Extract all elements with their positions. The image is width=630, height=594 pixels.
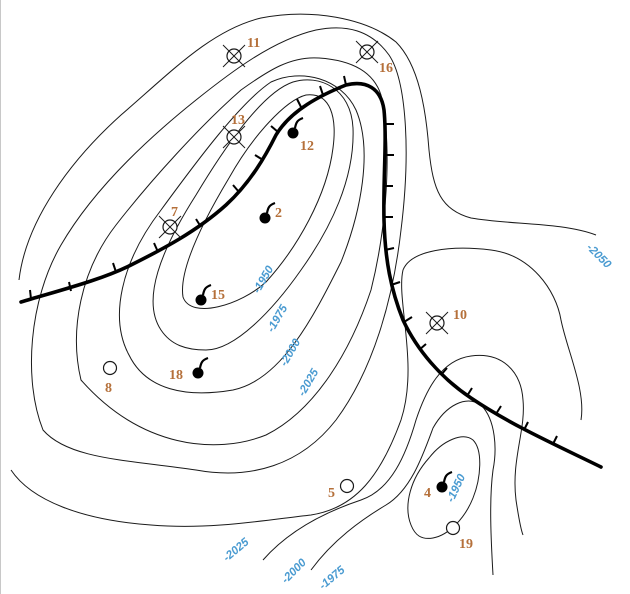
fault-tick: [112, 262, 117, 273]
fault-trace: [19, 81, 603, 469]
fault-tick: [384, 247, 395, 251]
well-label: 2: [275, 206, 282, 221]
oil-well-icon: [195, 283, 212, 306]
fault-tick: [296, 98, 302, 108]
fault-tick: [440, 367, 448, 376]
contour-line: [181, 94, 335, 309]
fault-tick: [29, 289, 32, 300]
wells: 11 16 13 12 7: [102, 36, 473, 552]
fault-tick: [466, 387, 473, 397]
contour-label: -2025: [221, 536, 252, 564]
contour-line: [18, 13, 597, 281]
fault-tick: [195, 218, 202, 228]
fault-tick: [552, 435, 558, 445]
well-label: 16: [379, 61, 393, 76]
fault-tick: [418, 343, 427, 351]
plugged-well-icon: [425, 311, 449, 335]
contour-line: [76, 57, 388, 446]
fault-tick: [390, 281, 401, 286]
contour-line: [10, 247, 583, 527]
fault-tick: [403, 316, 413, 323]
open-circle-well-icon: [102, 360, 118, 376]
contour-line: [407, 436, 481, 539]
open-circle-well-icon: [339, 478, 355, 494]
well-label: 12: [300, 139, 314, 154]
oil-well-icon: [192, 356, 209, 379]
plugged-well-icon: [158, 215, 182, 239]
fault-tick: [270, 125, 279, 133]
fault-tick: [523, 421, 529, 431]
contour-line: [152, 79, 354, 351]
oil-well-icon: [287, 116, 304, 139]
contour-label: -1975: [265, 303, 290, 335]
fault-tick: [343, 75, 347, 86]
well-label: 18: [169, 368, 183, 383]
fault-tick: [153, 242, 159, 253]
contour-label: -2025: [296, 367, 321, 399]
well-label: 19: [459, 537, 473, 552]
fault-tick: [495, 405, 502, 415]
contour-line: [310, 400, 496, 576]
fault: [19, 75, 603, 469]
well-label: 11: [247, 36, 260, 51]
contour-line: [119, 75, 365, 394]
oil-well-icon: [259, 201, 276, 224]
fault-tick: [319, 85, 324, 96]
contour-label: -2050: [584, 242, 614, 272]
plugged-well-icon: [222, 125, 246, 149]
fault-ticks: [29, 75, 558, 445]
contour-label: -2000: [278, 337, 303, 369]
plugged-well-icon: [355, 40, 379, 64]
plugged-well-icon: [222, 44, 246, 68]
contour-label: -1975: [317, 564, 348, 592]
contour-label: -1950: [251, 264, 276, 296]
contour-line: [30, 27, 407, 474]
well-label: 7: [171, 205, 178, 220]
well-label: 15: [211, 288, 225, 303]
well-label: 4: [424, 486, 431, 501]
fault-tick: [232, 184, 240, 193]
contour-label: -2000: [280, 556, 310, 586]
well-label: 5: [328, 486, 335, 501]
well-label: 13: [231, 113, 245, 128]
contour-lines: [10, 13, 597, 576]
contour-line: [262, 354, 524, 561]
well-label: 10: [453, 308, 467, 323]
contour-label: -1950: [445, 472, 469, 504]
open-circle-well-icon: [445, 520, 461, 536]
oil-well-icon: [436, 470, 453, 493]
well-label: 8: [105, 381, 112, 396]
fault-tick: [254, 154, 264, 161]
fault-tick: [68, 281, 72, 292]
